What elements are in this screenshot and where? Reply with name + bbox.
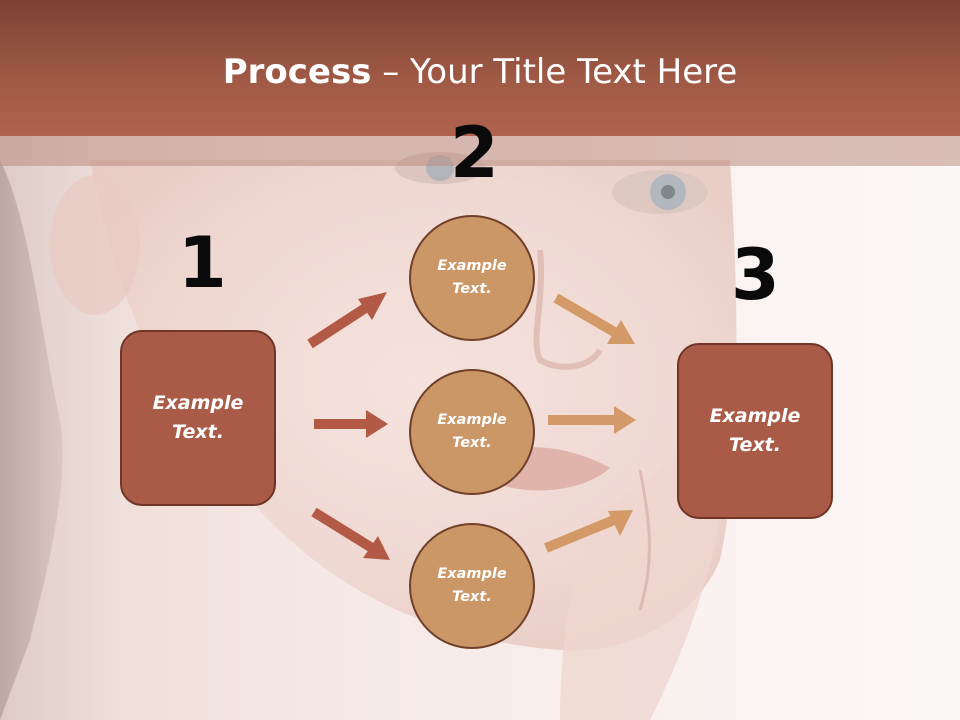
- left-box: Example Text.: [120, 330, 276, 506]
- hair-shape: [0, 160, 63, 720]
- right-box-label: Example Text.: [709, 405, 801, 456]
- step-number-1: 1: [178, 222, 227, 304]
- circle-bottom: Example Text.: [409, 523, 535, 649]
- arrow-right-mid: [548, 406, 636, 434]
- step-number-2: 2: [450, 112, 499, 194]
- slide-title: Process – Your Title Text Here: [0, 52, 960, 92]
- nose-shape: [533, 249, 603, 370]
- face-shape: [90, 160, 737, 651]
- circle-mid: Example Text.: [409, 369, 535, 495]
- arrow-left-up: [307, 292, 387, 349]
- arrow-right-up: [544, 510, 633, 553]
- arrow-right-down: [553, 293, 635, 344]
- circle-mid-label: Example Text.: [437, 412, 507, 451]
- circle-bottom-label: Example Text.: [437, 566, 507, 605]
- left-box-label: Example Text.: [152, 392, 244, 443]
- circle-top: Example Text.: [409, 215, 535, 341]
- arrow-left-mid: [314, 410, 388, 438]
- arrow-left-down: [311, 507, 390, 560]
- ear-shape: [50, 175, 140, 315]
- header-strip: [0, 136, 960, 166]
- title-bold: Process: [222, 52, 372, 92]
- step-number-3: 3: [731, 234, 780, 316]
- circle-top-label: Example Text.: [437, 258, 507, 297]
- title-rest: – Your Title Text Here: [371, 52, 738, 92]
- right-box: Example Text.: [677, 343, 833, 519]
- title-bar: [0, 0, 960, 136]
